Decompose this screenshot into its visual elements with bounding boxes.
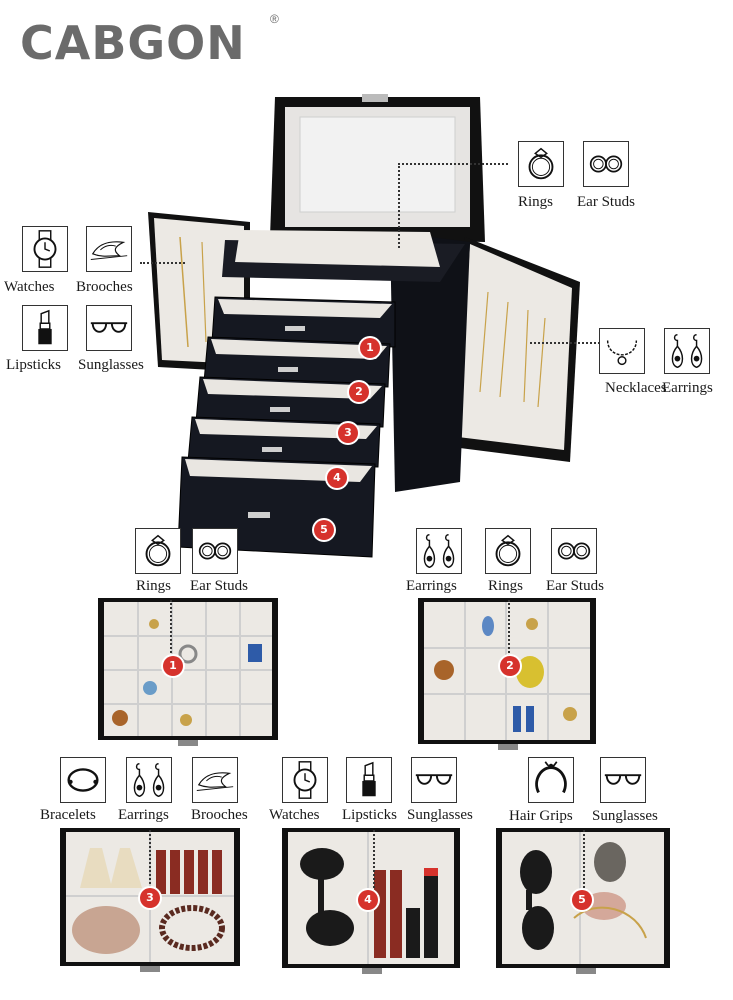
- label-earrings: Earrings: [662, 380, 713, 396]
- main-product-photo: [148, 94, 580, 558]
- label-watches: Watches: [4, 279, 55, 295]
- brooch-icon: [192, 757, 238, 803]
- necklace-icon: [599, 328, 645, 374]
- connector-line: [508, 600, 510, 656]
- bracelet-icon: [60, 757, 106, 803]
- earring-icon: [126, 757, 172, 803]
- drawer2-label-rings: Rings: [488, 578, 524, 594]
- ear-stud-icon: [192, 528, 238, 574]
- earring-icon: [416, 528, 462, 574]
- sunglasses-icon: [600, 757, 646, 803]
- connector-line: [373, 830, 375, 888]
- brand-logo: CABGON: [20, 16, 246, 70]
- label-sunglasses: Sunglasses: [78, 357, 144, 373]
- drawer3-label-bracelets: Bracelets: [40, 807, 96, 823]
- drawer1-label-rings: Rings: [136, 578, 172, 594]
- label-brooches: Brooches: [76, 279, 133, 295]
- drawer3-label-earrings: Earrings: [118, 807, 169, 823]
- label-lipsticks: Lipsticks: [6, 357, 61, 373]
- drawer1-photo: [98, 598, 278, 746]
- drawer1-badge: 1: [163, 656, 183, 676]
- drawer2-label-ear-studs: Ear Studs: [546, 578, 604, 594]
- ring-icon: [518, 141, 564, 187]
- connector-line: [398, 163, 400, 248]
- drawer4-label-lipsticks: Lipsticks: [342, 807, 397, 823]
- connector-line: [140, 262, 185, 264]
- watch-icon: [282, 757, 328, 803]
- drawer5-badge: 5: [572, 890, 592, 910]
- drawer4-label-sunglasses: Sunglasses: [407, 807, 473, 823]
- ring-icon: [485, 528, 531, 574]
- drawer-badge-5: 5: [314, 520, 334, 540]
- connector-line: [398, 163, 508, 165]
- drawer3-label-brooches: Brooches: [191, 807, 248, 823]
- drawer2-label-earrings: Earrings: [406, 578, 457, 594]
- connector-line: [530, 342, 600, 344]
- label-rings: Rings: [518, 194, 554, 210]
- lipstick-icon: [346, 757, 392, 803]
- drawer-badge-1: 1: [360, 338, 380, 358]
- hair-grip-icon: [528, 757, 574, 803]
- connector-line: [170, 600, 172, 660]
- connector-line: [149, 830, 151, 888]
- drawer-badge-2: 2: [349, 382, 369, 402]
- drawer-badge-4: 4: [327, 468, 347, 488]
- ring-icon: [135, 528, 181, 574]
- ear-stud-icon: [583, 141, 629, 187]
- registered-mark: ®: [270, 12, 279, 26]
- sunglasses-icon: [411, 757, 457, 803]
- drawer1-label-ear-studs: Ear Studs: [190, 578, 248, 594]
- drawer-badge-3: 3: [338, 423, 358, 443]
- earring-icon: [664, 328, 710, 374]
- lipstick-icon: [22, 305, 68, 351]
- label-necklaces: Necklaces: [605, 380, 667, 396]
- drawer5-label-hair-grips: Hair Grips: [509, 808, 573, 824]
- connector-line: [583, 830, 585, 888]
- watch-icon: [22, 226, 68, 272]
- drawer4-badge: 4: [358, 890, 378, 910]
- drawer2-badge: 2: [500, 656, 520, 676]
- drawer4-label-watches: Watches: [269, 807, 320, 823]
- brooch-icon: [86, 226, 132, 272]
- label-ear-studs: Ear Studs: [577, 194, 635, 210]
- ear-stud-icon: [551, 528, 597, 574]
- drawer3-badge: 3: [140, 888, 160, 908]
- sunglasses-icon: [86, 305, 132, 351]
- drawer5-label-sunglasses: Sunglasses: [592, 808, 658, 824]
